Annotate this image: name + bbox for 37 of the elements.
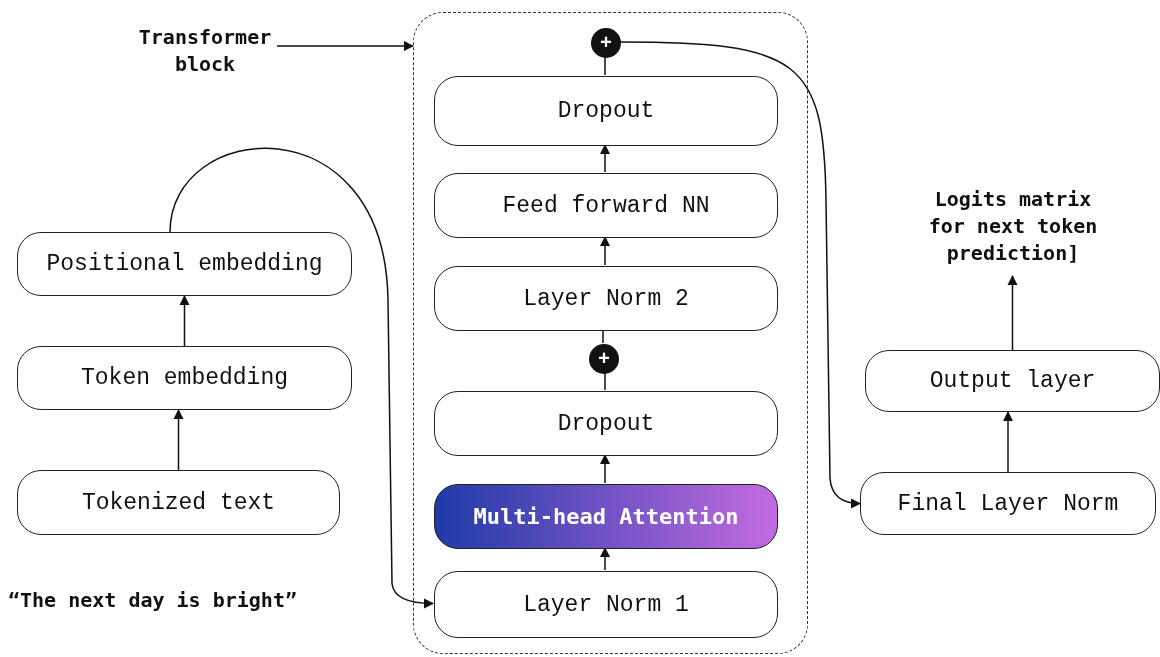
rounded-box [17,346,352,410]
rounded-box [434,173,778,238]
node-label: Output layer [929,368,1096,394]
heading-text: Logits matrix for next token prediction] [927,185,1099,267]
input-sentence: “The next day is bright” [8,588,297,612]
arrow [173,408,184,471]
node-label: Token embedding [80,365,288,391]
rounded-box [860,472,1156,535]
rounded-box [865,350,1160,412]
plus-sign: + [598,347,610,371]
rounded-box [434,76,778,146]
node-label: Dropout [557,410,655,437]
rounded-box [434,391,778,456]
arrow [169,148,435,609]
arrow [1007,274,1018,351]
node-label: Dropout [557,98,655,124]
node-label: Multi-head Attention [473,504,739,529]
node-label: Layer Norm 2 [523,285,689,312]
node-label: Layer Norm 1 [523,591,689,618]
rounded-box [434,266,778,331]
arrow [619,41,862,509]
add-circle [591,28,621,58]
arrow [276,40,415,52]
add-circle [589,344,619,374]
arrow [1002,410,1014,473]
node-label: Feed forward NN [502,192,710,219]
rounded-box [17,470,340,535]
dashed-container [413,12,808,654]
plus-sign: + [600,31,612,55]
node-label: Positional embedding [46,251,323,277]
heading-text: Transformer block [137,24,273,78]
rounded-box [434,571,778,638]
node-label: Final Layer Norm [897,490,1119,517]
node-label: Tokenized text [81,489,276,516]
arrow [179,294,190,347]
rounded-box [17,232,352,296]
attention-box [434,484,778,549]
